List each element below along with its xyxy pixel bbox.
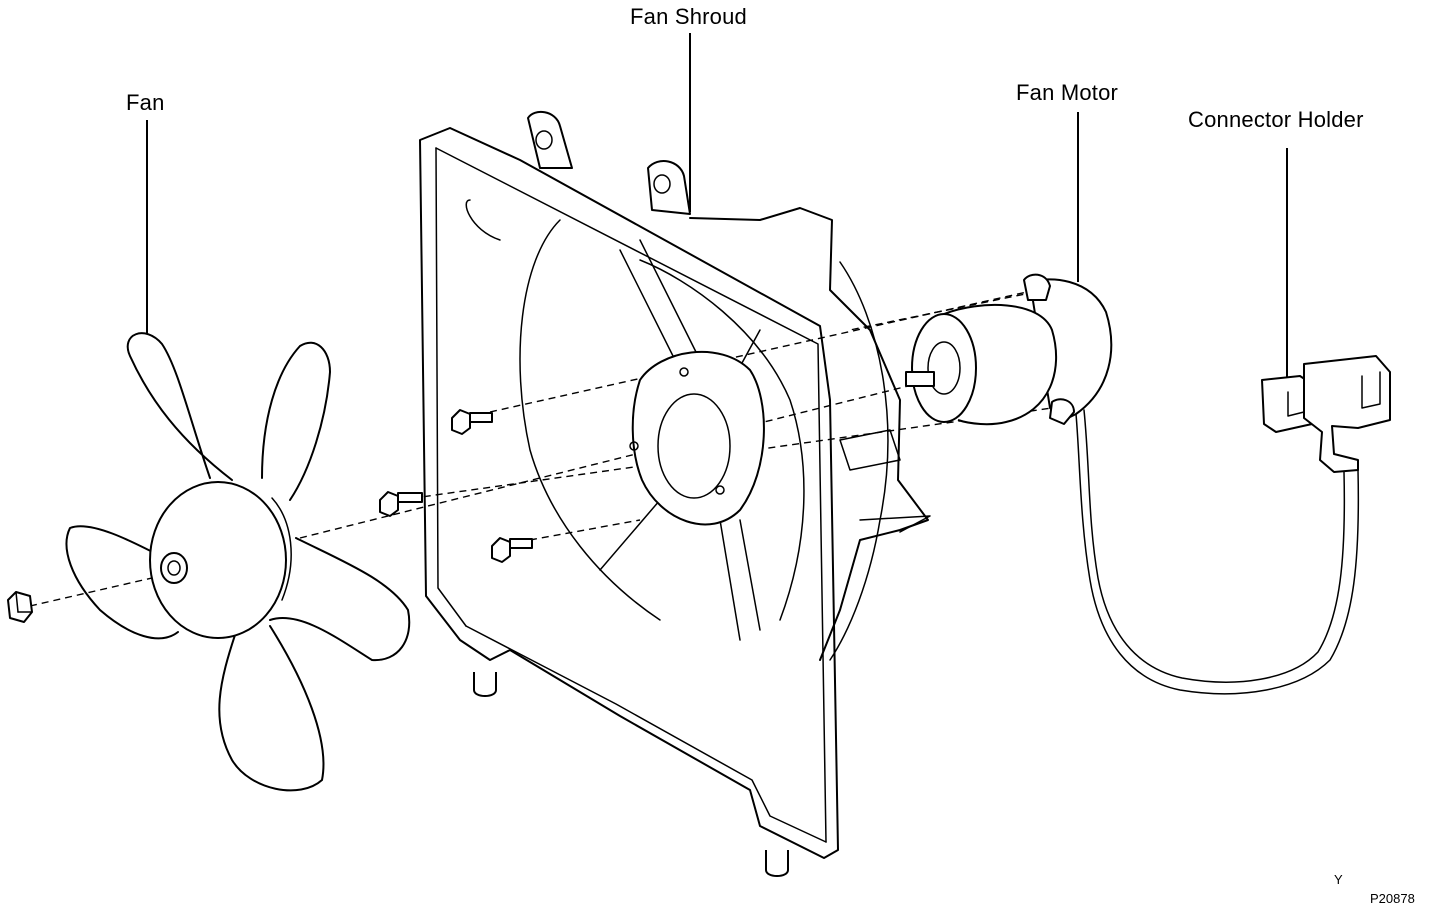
screw-upper (451, 409, 493, 435)
shroud-spoke-top-2 (639, 239, 701, 361)
shroud-ear-left-hole (535, 130, 553, 150)
callout-leaders (146, 33, 1288, 382)
fan-hub (149, 481, 287, 639)
axis-screw-lower (529, 519, 641, 541)
shroud-duct-curve (829, 261, 889, 661)
label-connector-holder: Connector Holder (1188, 107, 1364, 132)
motor-flange-ear-top (1023, 273, 1051, 301)
screw-middle (379, 491, 423, 517)
shroud-spoke-top (619, 249, 681, 371)
shroud-motor-mount-bore (657, 393, 731, 499)
fan-blade-top-right (261, 341, 331, 501)
screw-lower-head (491, 537, 511, 563)
shroud-frame-inner-top (435, 147, 827, 843)
motor-connector (1303, 355, 1391, 473)
shroud-frame-inner-bottom (465, 625, 827, 843)
connector-holder-drawing (1261, 355, 1391, 473)
label-fan-motor: Fan Motor (1016, 80, 1119, 105)
motor-face (911, 313, 977, 423)
screw-lower (491, 537, 533, 563)
screw-upper-head (451, 409, 471, 435)
screw-middle-shank (397, 492, 423, 503)
shroud-frame-outer (419, 127, 839, 859)
orientation-mark: Y (1334, 872, 1343, 887)
axis-screw-upper (489, 289, 1037, 413)
shroud-motor-mount (631, 350, 765, 526)
mount-hole-1 (679, 367, 689, 377)
fan-shroud-drawing (419, 110, 931, 877)
shroud-logo-mark (465, 199, 501, 241)
shroud-screws (379, 409, 533, 563)
motor-connector-latch (1361, 371, 1381, 409)
axis-fan-motor (299, 384, 913, 539)
fan-motor-drawing (905, 273, 1360, 695)
shroud-peg-right (765, 850, 789, 877)
shroud-ring-left (519, 219, 661, 621)
shroud-peg-left (473, 672, 497, 697)
screw-middle-head (379, 491, 399, 517)
motor-flange-ear-bottom (1049, 398, 1075, 425)
screw-upper-shank (469, 412, 493, 423)
shroud-ring-right (639, 259, 805, 621)
fan-hub-boss (160, 552, 188, 584)
shroud-ear-left (527, 110, 573, 169)
fan-blade-top-left (126, 332, 233, 481)
shroud-spoke-left (599, 499, 661, 571)
connector-holder-slot (1287, 391, 1305, 417)
shroud-ear-right-hole (653, 174, 671, 194)
axis-motor-flange (849, 291, 1036, 331)
shroud-spoke-bottom-2 (739, 519, 761, 631)
fan-hub-hole (167, 560, 181, 576)
shroud-duct-lip (859, 515, 931, 533)
shroud-duct-outline (689, 207, 929, 661)
fan-drawing (65, 332, 411, 792)
shroud-duct-tab (839, 429, 901, 471)
mount-hole-3 (715, 485, 725, 495)
fan-nut (7, 591, 33, 623)
label-fan-shroud: Fan Shroud (630, 4, 747, 29)
mount-hole-2 (629, 441, 639, 451)
fan-blade-right (269, 537, 411, 662)
motor-wire-2 (1083, 409, 1346, 683)
shroud-frame-inner-left (435, 147, 467, 627)
motor-wire (1075, 413, 1360, 695)
fan-blade-bottom (218, 625, 325, 792)
fan-hub-rim (271, 497, 292, 601)
fan-blade-left (65, 525, 179, 640)
motor-shaft (905, 371, 935, 387)
figure-code: P20878 (1370, 891, 1415, 906)
nut-edge (15, 591, 19, 613)
nut-body (7, 591, 33, 623)
label-fan: Fan (126, 90, 165, 115)
shroud-spoke-bottom (719, 519, 741, 641)
screw-lower-shank (509, 538, 533, 549)
motor-face-boss (927, 341, 961, 395)
